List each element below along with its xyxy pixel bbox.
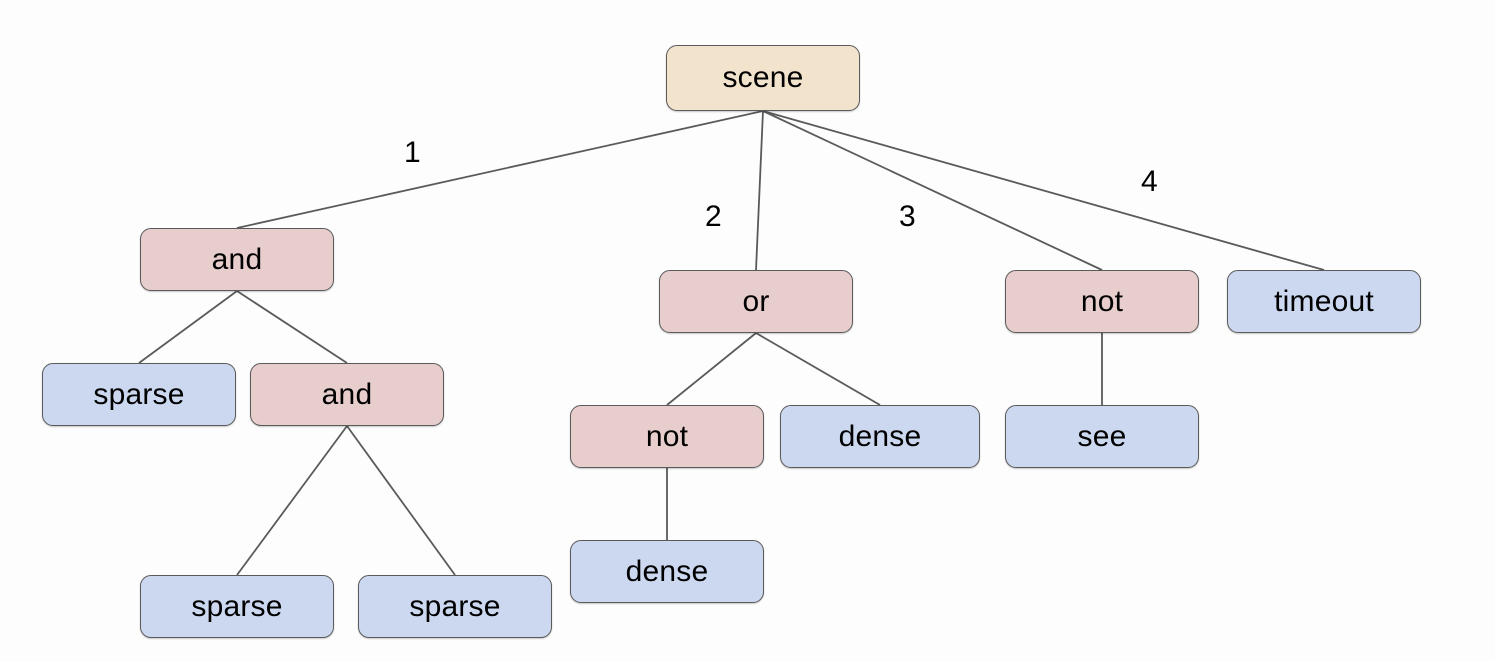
edge-and2-sparse3 [346,425,456,576]
tree-node-label: sparse [409,589,501,623]
edge-or1-not2 [666,332,757,406]
tree-node-not2[interactable]: not [570,405,764,468]
tree-node-and1[interactable]: and [140,228,334,291]
tree-node-label: and [321,377,373,411]
tree-node-label: not [1080,284,1124,318]
tree-node-timeout1[interactable]: timeout [1227,270,1421,333]
edge-and1-sparse1 [138,290,238,364]
tree-node-dense2[interactable]: dense [570,540,764,603]
edge-scene-timeout1 [762,110,1325,271]
tree-node-label: sparse [191,589,283,623]
tree-node-label: dense [625,554,709,588]
tree-node-not1[interactable]: not [1005,270,1199,333]
tree-node-label: sparse [93,377,185,411]
tree-node-label: and [211,242,263,276]
edge-and2-sparse2 [236,425,348,576]
edge-label-3: 3 [899,200,916,233]
tree-node-and2[interactable]: and [250,363,444,426]
tree-node-sparse3[interactable]: sparse [358,575,552,638]
tree-node-sparse2[interactable]: sparse [140,575,334,638]
edge-scene-and1 [236,110,764,229]
edge-or1-dense1 [755,332,881,406]
tree-node-label: dense [838,419,922,453]
tree-node-label: not [645,419,689,453]
edge-label-4: 4 [1141,165,1158,198]
tree-node-see1[interactable]: see [1005,405,1199,468]
tree-node-label: see [1077,419,1127,453]
tree-node-label: or [742,284,770,318]
edge-label-1: 1 [404,136,421,169]
edge-and1-and2 [236,290,348,364]
tree-node-sparse1[interactable]: sparse [42,363,236,426]
edge-label-2: 2 [705,200,722,233]
tree-node-or1[interactable]: or [659,270,853,333]
edge-scene-or1 [755,110,764,271]
tree-node-label: timeout [1274,284,1374,318]
tree-node-label: scene [722,61,804,94]
tree-node-dense1[interactable]: dense [780,405,980,468]
edge-scene-not1 [762,110,1103,271]
tree-node-scene[interactable]: scene [666,45,860,111]
